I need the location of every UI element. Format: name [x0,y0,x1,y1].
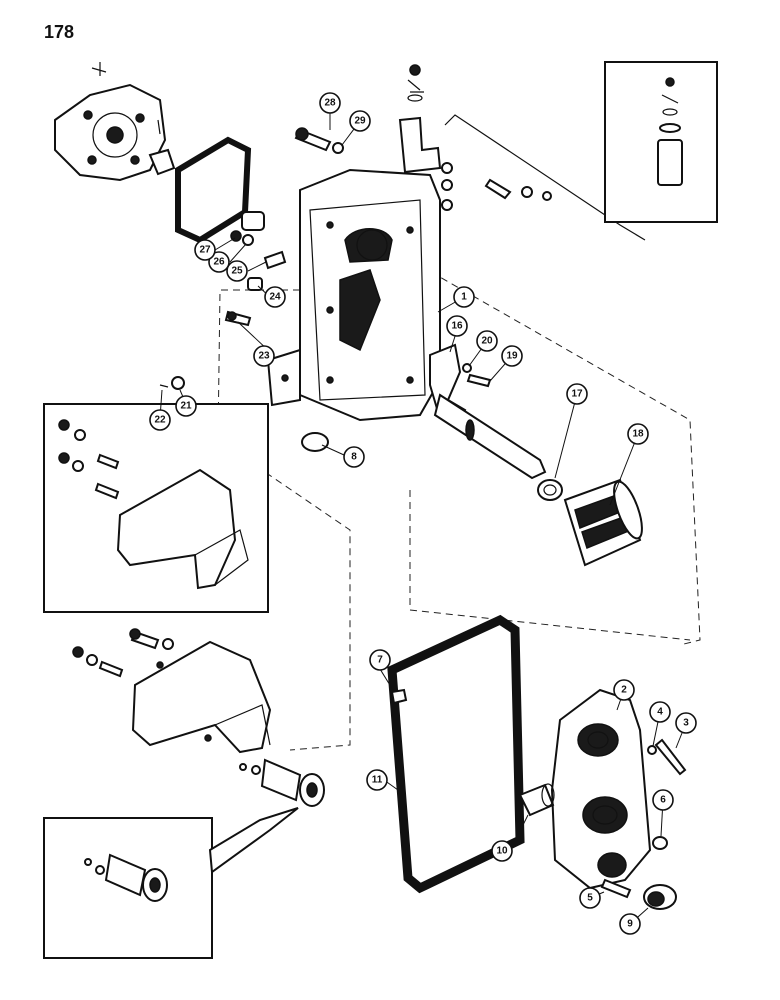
bearing-9-part [643,884,677,910]
bolt-23-part [224,310,252,327]
callout-label: 22 [154,415,166,426]
callout-29: 29 [349,110,371,132]
callout-label: 1 [461,292,467,303]
pump-mounting-screw-part [91,62,107,76]
elbow-fitting-part [398,116,442,174]
callout-17: 17 [566,383,588,405]
washer-4-part [647,745,657,755]
callout-label: 5 [587,893,593,904]
bearing-10-part [518,783,555,817]
bolt-5-part [600,878,632,899]
callout-7: 7 [369,649,391,671]
callout-label: 6 [660,795,666,806]
callout-label: 17 [571,389,583,400]
inset-pointer [208,807,299,874]
callout-label: 9 [627,919,633,930]
callout-label: 10 [496,846,508,857]
bolt-7-part [390,688,408,705]
callout-1: 1 [453,286,475,308]
breather-fitting-part [407,64,424,102]
callout-18: 18 [627,423,649,445]
callout-label: 26 [213,257,225,268]
callout-11: 11 [366,769,388,791]
callout-23: 23 [253,345,275,367]
callout-2: 2 [613,679,635,701]
callout-label: 21 [180,401,192,412]
fitting-25-part [263,250,287,270]
tube-fittings-part [441,162,552,211]
assembly-group-outline-right [409,259,701,646]
callout-label: 11 [372,775,383,786]
callout-label: 23 [258,351,270,362]
gasket-lower-part [387,614,525,894]
main-housing-part [266,168,441,422]
callout-label: 19 [506,351,518,362]
callout-25: 25 [226,260,248,282]
inset-shaft-cap-parts [84,853,168,902]
callout-5: 5 [579,887,601,909]
inset-filler-parts [657,77,683,186]
callout-label: 29 [354,116,366,127]
page-number: 178 [44,22,75,42]
callout-label: 3 [683,718,689,729]
pump-coupling-part [148,119,176,176]
clamp-17-part [537,479,563,501]
callout-label: 18 [632,429,644,440]
plug-8-part [301,432,329,452]
callout-27: 27 [194,239,216,261]
shift-lever-part [429,343,547,480]
bolt-19-part [466,373,492,388]
inset-shield-parts [58,419,249,590]
callout-label: 2 [621,685,627,696]
gasket-upper-part [175,136,252,244]
callout-3: 3 [675,712,697,734]
callout-label: 28 [324,98,336,109]
callout-8: 8 [343,446,365,468]
callout-9: 9 [619,913,641,935]
bolt-3-part [654,738,687,776]
callout-19: 19 [501,345,523,367]
handle-grip-18-part [563,478,643,567]
callout-16: 16 [446,315,468,337]
callout-label: 16 [451,321,463,332]
assembly-group-outline-upper [217,289,351,751]
callout-4: 4 [649,701,671,723]
callout-10: 10 [491,840,513,862]
callout-label: 25 [231,266,243,277]
callout-label: 27 [199,245,211,256]
callout-26: 26 [208,251,230,273]
pump-housing-part [54,83,167,182]
callout-label: 20 [481,336,493,347]
callout-label: 8 [351,452,357,463]
bushing-6-part [652,836,668,850]
fitting-21-part [171,376,185,390]
shield-bolts-part [72,628,174,678]
callout-label: 4 [657,707,663,718]
bolt-28-part [294,127,332,152]
pto-shield-part [131,640,272,754]
callout-24: 24 [264,286,286,308]
washer-26-part [242,234,254,246]
callout-label: 24 [269,292,281,303]
callout-28: 28 [319,92,341,114]
oil-tube-part [444,114,646,241]
callout-6: 6 [652,789,674,811]
callout-label: 7 [377,655,383,666]
callout-21: 21 [175,395,197,417]
callout-22: 22 [149,409,171,431]
sleeve-part [241,211,265,231]
shaft-cap-part [239,758,325,807]
cover-part [550,688,652,890]
pin-22-part [159,384,169,388]
assembly-group-outline-lower [409,490,691,641]
washer-29-part [332,142,344,154]
callout-20: 20 [476,330,498,352]
